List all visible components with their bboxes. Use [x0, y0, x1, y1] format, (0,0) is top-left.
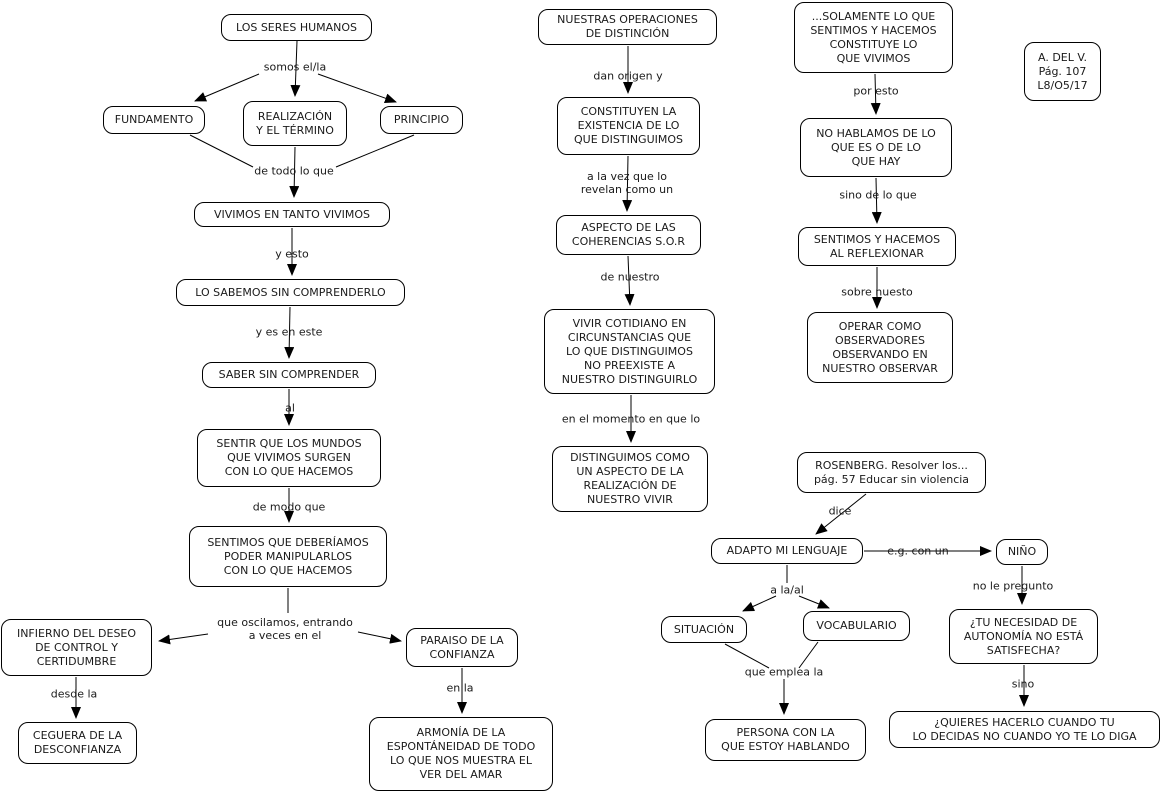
edge-somos-to-fundamento: [194, 73, 260, 102]
linking-phrase-a-la-vez-que-lo[interactable]: a la vez que lo revelan como un: [580, 170, 674, 196]
linking-phrase-dice[interactable]: dice: [828, 504, 852, 518]
concept-constituyen-la-existencia[interactable]: CONSTITUYEN LA EXISTENCIA DE LO QUE DIST…: [557, 97, 700, 155]
concept-aspecto-de-las-coherencias[interactable]: ASPECTO DE LAS COHERENCIAS S.O.R: [556, 215, 701, 255]
concept-lo-sabemos-sin-comprenderlo[interactable]: LO SABEMOS SIN COMPRENDERLO: [176, 279, 405, 306]
linking-phrase-y-es-en-este[interactable]: y es en este: [255, 325, 323, 339]
edge-oscilamos-to-paraiso: [357, 631, 402, 644]
linking-phrase-en-la[interactable]: en la: [446, 681, 474, 695]
linking-phrase-dan-origen-y[interactable]: dan origen y: [593, 69, 663, 83]
concept-solamente-lo-que-sentimos[interactable]: ...SOLAMENTE LO QUE SENTIMOS Y HACEMOS C…: [794, 2, 953, 73]
concept-vivimos-en-tanto-vivimos[interactable]: VIVIMOS EN TANTO VIVIMOS: [194, 202, 390, 227]
concept-operar-como-observadores[interactable]: OPERAR COMO OBSERVADORES OBSERVANDO EN N…: [807, 312, 953, 383]
linking-phrase-sino[interactable]: sino: [1011, 677, 1035, 691]
linking-phrase-en-el-momento[interactable]: en el momento en que lo: [561, 412, 701, 426]
concept-rosenberg-reference[interactable]: ROSENBERG. Resolver los... pág. 57 Educa…: [797, 452, 986, 493]
linking-phrase-desde-la[interactable]: desde la: [50, 687, 98, 701]
linking-phrase-sino-de-lo-que[interactable]: sino de lo que: [839, 188, 917, 202]
linking-phrase-y-esto[interactable]: y esto: [275, 247, 309, 261]
concept-persona-con-la-que-hablo[interactable]: PERSONA CON LA QUE ESTOY HABLANDO: [705, 719, 866, 761]
concept-vivir-cotidiano[interactable]: VIVIR COTIDIANO EN CIRCUNSTANCIAS QUE LO…: [544, 309, 715, 394]
concept-armonia-de-la-espontaneidad[interactable]: ARMONÍA DE LA ESPONTÁNEIDAD DE TODO LO Q…: [369, 717, 553, 791]
linking-phrase-por-esto[interactable]: por esto: [853, 84, 899, 98]
concept-sentimos-y-hacemos-al-reflexionar[interactable]: SENTIMOS Y HACEMOS AL REFLEXIONAR: [798, 227, 956, 266]
edge-vocabulario-to-queemplea: [798, 641, 819, 669]
linking-phrase-que-oscilamos[interactable]: que oscilamos, entrando a veces en el: [217, 616, 353, 642]
edge-nohablamos-to-sentimosr: [871, 177, 882, 224]
edge-constituyen-to-aspecto: [622, 155, 633, 212]
edge-fundamento-to-detodo: [189, 134, 254, 168]
linking-phrase-eg-con-un[interactable]: e.g. con un: [887, 544, 949, 558]
linking-phrase-sobre-nuesto[interactable]: sobre nuesto: [841, 285, 913, 299]
concept-nino[interactable]: NIÑO: [996, 539, 1048, 565]
concept-nuestras-operaciones[interactable]: NUESTRAS OPERACIONES DE DISTINCIÓN: [538, 9, 717, 45]
concept-distinguimos-como-aspecto[interactable]: DISTINGUIMOS COMO UN ASPECTO DE LA REALI…: [552, 446, 708, 512]
edge-situacion-to-queemplea: [724, 643, 770, 669]
concept-fundamento[interactable]: FUNDAMENTO: [103, 106, 205, 134]
edge-alal-to-vocabulario: [798, 595, 830, 609]
concept-a-del-v-reference[interactable]: A. DEL V. Pág. 107 L8/O5/17: [1024, 42, 1101, 101]
concept-vocabulario[interactable]: VOCABULARIO: [803, 611, 910, 641]
concept-situacion[interactable]: SITUACIÓN: [661, 616, 747, 643]
concept-sentimos-que-deberiamos[interactable]: SENTIMOS QUE DEBERÍAMOS PODER MANIPULARL…: [189, 526, 387, 587]
linking-phrase-al[interactable]: al: [285, 401, 295, 415]
edge-principio-to-detodo: [335, 134, 415, 168]
linking-phrase-somos-el-la[interactable]: somos el/la: [263, 60, 327, 74]
linking-phrase-de-todo-lo-que[interactable]: de todo lo que: [254, 164, 334, 178]
concept-realizacion-y-el-termino[interactable]: REALIZACIÓN Y EL TÉRMINO: [243, 101, 347, 146]
edge-oscilamos-to-infierno: [158, 633, 209, 645]
concept-no-hablamos-de-lo-que-es[interactable]: NO HABLAMOS DE LO QUE ES O DE LO QUE HAY: [800, 118, 952, 177]
concept-los-seres-humanos[interactable]: LOS SERES HUMANOS: [221, 14, 372, 41]
edge-rosenberg-to-adapto: [815, 493, 867, 535]
linking-phrase-no-le-pregunto[interactable]: no le pregunto: [972, 579, 1054, 593]
edge-alal-to-situacion: [742, 595, 777, 612]
concept-ceguera-de-la-desconfianza[interactable]: CEGUERA DE LA DESCONFIANZA: [18, 722, 137, 764]
edge-realizacion-to-vivimos: [289, 146, 300, 198]
linking-phrase-de-modo-que[interactable]: de modo que: [252, 500, 326, 514]
concept-quieres-hacerlo-cuando-tu[interactable]: ¿QUIERES HACERLO CUANDO TU LO DECIDAS NO…: [889, 711, 1160, 748]
linking-phrase-a-la-al[interactable]: a la/al: [770, 583, 804, 597]
concept-sentir-que-los-mundos[interactable]: SENTIR QUE LOS MUNDOS QUE VIVIMOS SURGEN…: [197, 429, 381, 487]
concept-infierno-del-deseo[interactable]: INFIERNO DEL DESEO DE CONTROL Y CERTIDUM…: [1, 619, 152, 676]
linking-phrase-de-nuestro[interactable]: de nuestro: [600, 270, 660, 284]
concept-principio[interactable]: PRINCIPIO: [380, 106, 463, 134]
edge-sabemos-to-saber: [284, 306, 295, 359]
concept-adapto-mi-lenguaje[interactable]: ADAPTO MI LENGUAJE: [711, 538, 863, 564]
concept-saber-sin-comprender[interactable]: SABER SIN COMPRENDER: [202, 362, 376, 388]
edge-aspecto-to-vivir: [624, 255, 635, 306]
edge-solamente-to-nohablamos: [870, 73, 881, 115]
concept-paraiso-de-la-confianza[interactable]: PARAISO DE LA CONFIANZA: [406, 628, 518, 667]
linking-phrase-que-emplea-la[interactable]: que emplea la: [744, 665, 824, 679]
edge-seres-to-realizacion: [290, 40, 301, 97]
edge-somos-to-principio: [317, 73, 397, 103]
concept-tu-necesidad-de-autonomia[interactable]: ¿TU NECESIDAD DE AUTONOMÍA NO ESTÁ SATIS…: [949, 609, 1098, 664]
